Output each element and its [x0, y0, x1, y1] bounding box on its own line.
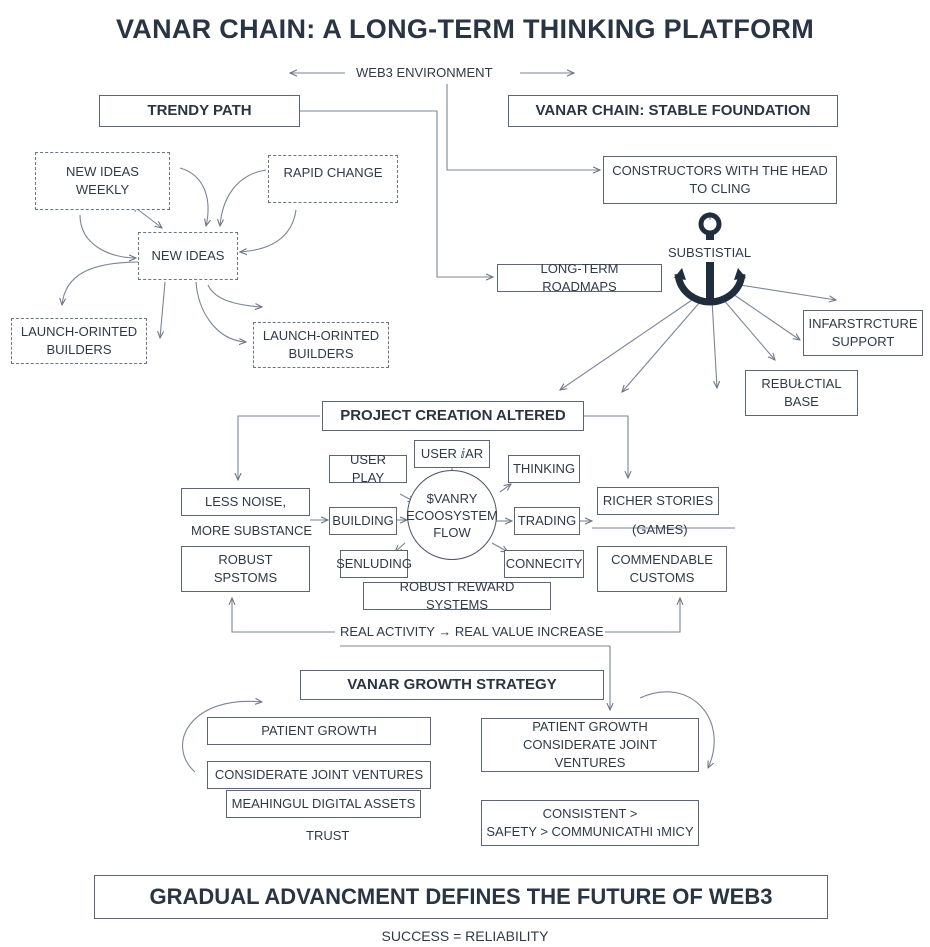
trust-label: TRUST	[306, 828, 350, 843]
connecity-box: CONNECITY	[504, 550, 584, 578]
constructors-box: CONSTRUCTORS WITH THE HEAD TO CLING	[603, 156, 837, 204]
user-kar-box: USER ⅈAR	[414, 440, 490, 468]
long-term-roadmaps-box: LONG-TERM ROADMAPS	[497, 261, 662, 294]
ecosystem-flow-circle: $VANRY ECOOSYSTEM FLOW	[406, 470, 498, 560]
robust-systems-box: ROBUST SPSTOMS	[181, 546, 310, 592]
games-label: (GAMES)	[632, 522, 688, 537]
rebuctial-base-box: REBUŁCTIAL BASE	[745, 370, 858, 416]
rapid-change-box: RAPID CHANGE	[268, 155, 398, 203]
left-patient-growth-box: PATIENT GROWTH	[207, 717, 431, 745]
footer-banner: GRADUAL ADVANCMENT DEFINES THE FUTURE OF…	[94, 875, 828, 919]
senluding-box: SENLUDING	[336, 550, 412, 578]
consistent-safety-box: CONSISTENT > SAFETY > COMMUNICATHI ℩MICY	[481, 800, 699, 846]
less-noise-box: LESS NOISE,	[181, 488, 310, 516]
substistial-label: SUBSTISTIAL	[668, 245, 752, 260]
trendy-path-header: TRENDY PATH	[99, 95, 300, 127]
commendable-customs-box: COMMENDABLE CUSTOMS	[597, 546, 727, 592]
launch-builders-right-box: LAUNCH-ORINTED BUILDERS	[253, 322, 389, 368]
footer-subtitle: SUCCESS = RELIABILITY	[381, 928, 549, 944]
growth-strategy-header: VANAR GROWTH STRATEGY	[300, 670, 604, 700]
more-substance-label: MORE SUBSTANCE	[191, 523, 313, 538]
project-creation-header: PROJECT CREATION ALTERED	[322, 401, 584, 431]
infrastructure-support-box: INFARSTRCTURE SUPPORT	[803, 310, 923, 356]
left-considerate-box: CONSIDERATE JOINT VENTURES	[207, 761, 431, 789]
reward-systems-box: ROBUST REWARD SYSTEMS	[363, 579, 551, 612]
new-ideas-box: NEW IDEAS	[138, 232, 238, 280]
new-ideas-weekly-box: NEW IDEAS WEEKLY	[35, 152, 170, 210]
launch-builders-left-box: LAUNCH-ORINTED BUILDERS	[11, 318, 147, 364]
vanar-foundation-header: VANAR CHAIN: STABLE FOUNDATION	[508, 95, 838, 127]
building-box: BUILDING	[329, 507, 397, 535]
user-play-box: USER PLAY	[329, 452, 407, 485]
right-patient-growth-box: PATIENT GROWTH CONSIDERATE JOINT VENTURE…	[481, 718, 699, 772]
page-title: VANAR CHAIN: A LONG-TERM THINKING PLATFO…	[115, 14, 815, 44]
trading-box: TRADING	[514, 507, 580, 535]
environment-label: WEB3 ENVIRONMENT	[356, 65, 493, 80]
richer-stories-box: RICHER STORIES	[597, 487, 719, 515]
real-activity-label: REAL ACTIVITY → REAL VALUE INCREASE	[340, 624, 604, 639]
anchor-icon	[674, 212, 746, 306]
thinking-box: THINKING	[508, 455, 580, 483]
meaningful-assets-box: MEAHINGUL DIGITAL ASSETS	[226, 790, 421, 818]
